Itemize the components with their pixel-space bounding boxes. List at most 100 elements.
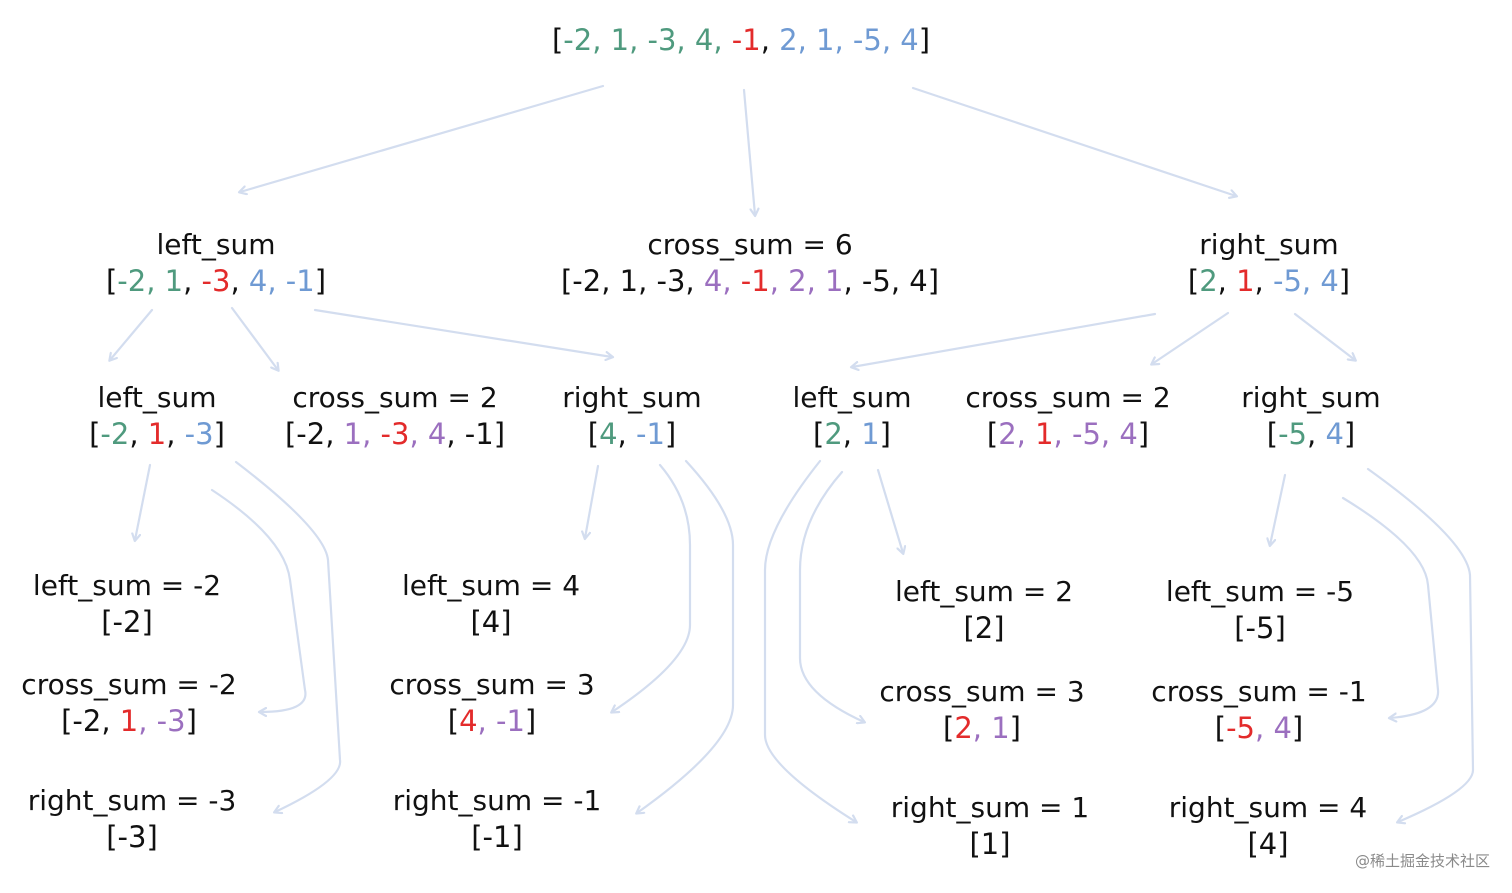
array-token: -1 — [740, 264, 770, 298]
arrow-root-to-right — [911, 86, 1236, 196]
array-token: [-5] — [1234, 611, 1286, 645]
left-right-sum-node: right_sum [4, -1] — [532, 379, 732, 453]
array-token: , 4 — [1255, 711, 1292, 745]
arrow-l1right-to-rr — [1293, 312, 1355, 360]
node-label: left_sum = 2 — [894, 575, 1074, 608]
leaf-left-sum-4: left_sum = 4 [4] — [366, 567, 616, 641]
arrow-rl-to-cross — [798, 470, 864, 722]
array-token: [-3] — [106, 820, 158, 854]
arrow-ll-to-left — [135, 463, 152, 540]
array-token: , -3 — [138, 704, 186, 738]
array-token: , 2, 1 — [769, 264, 844, 298]
leaf-right-sum-1: right_sum = 1 [1] — [862, 789, 1118, 863]
array-token: -5, 4 — [1272, 264, 1339, 298]
node-label: left_sum = -2 — [32, 569, 222, 602]
array-token: -3 — [380, 417, 410, 451]
node-array: [-2, 1, -3] — [0, 703, 258, 740]
arrow-rr-to-left — [1270, 473, 1287, 545]
arrow-lr-to-right — [637, 459, 735, 813]
node-label: right_sum = 1 — [890, 791, 1090, 824]
watermark: @稀土掘金技术社区 — [1354, 852, 1490, 870]
array-token: -5 — [1278, 417, 1308, 451]
array-token: [ — [551, 23, 564, 57]
array-token: -1 — [731, 23, 761, 57]
array-token: -2, 1 — [117, 264, 184, 298]
array-token: [-1] — [471, 820, 523, 854]
arrow-rr-to-cross — [1341, 496, 1440, 718]
node-label: left_sum = 4 — [401, 569, 581, 602]
leaf-right-sum-4: right_sum = 4 [4] — [1140, 789, 1396, 863]
node-array: [2] — [859, 610, 1109, 647]
array-token: 4, — [703, 264, 741, 298]
array-token: 2, 1, -5, 4 — [779, 23, 919, 57]
array-token: , -5, 4] — [843, 264, 940, 298]
node-array: [-5, 4] — [1126, 710, 1392, 747]
array-token: ] — [1338, 264, 1351, 298]
array-token: 4 — [459, 704, 478, 738]
node-array: [-2, 1, -3, 4, -1] — [76, 263, 356, 300]
array-token: [ — [1214, 711, 1227, 745]
array-token: [4] — [1247, 827, 1289, 861]
array-token: 1 — [119, 704, 139, 738]
arrow-ll-to-right — [234, 460, 342, 812]
arrow-l1left-to-lc — [230, 306, 278, 370]
node-label: cross_sum = -2 — [21, 668, 237, 701]
array-token: [-2, 1, -3, — [560, 264, 704, 298]
node-array: [-3] — [2, 819, 262, 856]
array-token: , -1 — [477, 704, 525, 738]
array-token: ] — [1291, 711, 1304, 745]
array-token: [2] — [963, 611, 1005, 645]
node-array: [-5, 4] — [1211, 416, 1411, 453]
array-token: [ — [986, 417, 999, 451]
node-array: [-2, 1, -3, 4, -1, 2, 1, -5, 4] — [540, 263, 960, 300]
arrow-rl-to-right — [763, 459, 856, 822]
node-array: [4, -1] — [362, 703, 622, 740]
array-token: [1] — [969, 827, 1011, 861]
arrow-l1right-to-rc — [1152, 311, 1230, 364]
leaf-cross-sum-neg2: cross_sum = -2 [-2, 1, -3] — [0, 666, 258, 740]
array-token: [ — [587, 417, 600, 451]
array-token: 1 — [1236, 264, 1255, 298]
array-token: 1 — [147, 417, 167, 451]
array-token: [ — [89, 417, 101, 451]
array-token: [-2, — [284, 417, 344, 451]
node-array: [4] — [366, 604, 616, 641]
array-token: ] — [524, 704, 537, 738]
array-token: ] — [185, 704, 197, 738]
array-token: [ — [1187, 264, 1200, 298]
node-array: [1] — [862, 826, 1118, 863]
node-label: cross_sum = 3 — [389, 668, 595, 701]
node-label: right_sum = -1 — [392, 784, 602, 817]
array-token: 2 — [1199, 264, 1218, 298]
array-token: [ — [447, 704, 460, 738]
array-token: , — [1254, 264, 1273, 298]
array-token: [ — [813, 417, 825, 451]
array-token: [ — [1266, 417, 1279, 451]
array-token: 4 — [599, 417, 618, 451]
array-token: ] — [918, 23, 931, 57]
array-token: 2, — [998, 417, 1036, 451]
array-token: , -1] — [446, 417, 506, 451]
arrow-rr-to-right — [1366, 467, 1475, 822]
node-array: [-2, 1, -3, 4, -1, 2, 1, -5, 4] — [541, 22, 941, 59]
right-right-sum-node: right_sum [-5, 4] — [1211, 379, 1411, 453]
node-label: left_sum — [156, 228, 276, 261]
node-label: cross_sum = -1 — [1151, 675, 1367, 708]
node-array: [-2, 1, -3, 4, -1] — [265, 416, 525, 453]
right-sum-node: right_sum [2, 1, -5, 4] — [1139, 226, 1399, 300]
array-token: , — [129, 417, 148, 451]
array-token: ] — [1343, 417, 1356, 451]
arrow-lr-to-cross — [612, 463, 692, 712]
node-label: right_sum — [562, 381, 702, 414]
array-token: 1 — [861, 417, 880, 451]
right-left-sum-node: left_sum [2, 1] — [752, 379, 952, 453]
array-token: , — [760, 23, 780, 57]
node-label: cross_sum = 3 — [879, 675, 1085, 708]
array-token: 4, -1 — [248, 264, 315, 298]
leaf-left-sum-2: left_sum = 2 [2] — [859, 573, 1109, 647]
array-token: 1, — [343, 417, 381, 451]
node-array: [2, 1, -5, 4] — [1139, 263, 1399, 300]
node-array: [-1] — [366, 819, 628, 856]
array-token: , — [617, 417, 636, 451]
left-sum-node: left_sum [-2, 1, -3, 4, -1] — [76, 226, 356, 300]
